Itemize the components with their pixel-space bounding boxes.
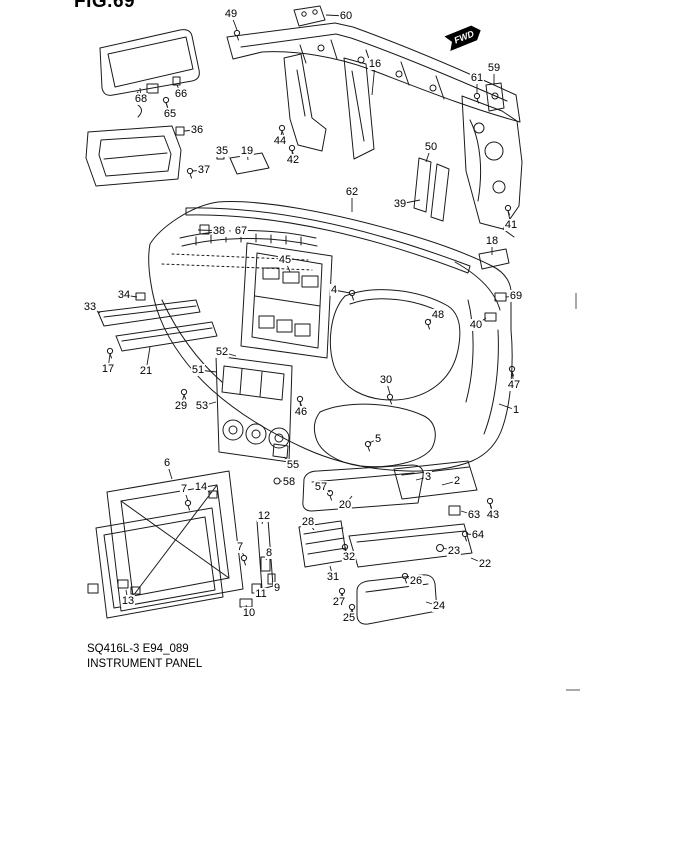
part-callout-60: 60 (338, 9, 354, 23)
part-callout-30: 30 (378, 373, 394, 387)
figure-title: FIG.69 (74, 0, 136, 12)
part-callout-39: 39 (392, 197, 408, 211)
part-callout-48: 48 (430, 308, 446, 322)
part-callout-61: 61 (469, 71, 485, 85)
part-callout-9: 9 (272, 581, 282, 595)
part-callout-24: 24 (431, 599, 447, 613)
part-callout-63: 63 (466, 508, 482, 522)
part-callout-8: 8 (264, 546, 274, 560)
part-callout-12: 12 (256, 509, 272, 523)
part-callout-11: 11 (254, 587, 268, 601)
part-callout-7: 7 (179, 482, 189, 496)
part-callout-1: 1 (511, 403, 521, 417)
part-callout-36: 36 (189, 123, 205, 137)
part-callout-50: 50 (423, 140, 439, 154)
part-callout-59: 59 (486, 61, 502, 75)
part-callout-69: 69 (508, 289, 524, 303)
part-callout-44: 44 (272, 134, 288, 148)
part-callout-21: 21 (138, 364, 154, 378)
part-callout-51: 51 (190, 363, 206, 377)
part-callout-55: 55 (285, 458, 301, 472)
part-callout-46: 46 (293, 405, 309, 419)
part-callout-40: 40 (468, 318, 484, 332)
part-callout-29: 29 (173, 399, 189, 413)
part-callout-58: 58 (281, 475, 297, 489)
part-callout-3: 3 (423, 470, 433, 484)
part-callout-57: 57 (313, 480, 329, 494)
part-callout-26: 26 (408, 574, 424, 588)
part-callout-10: 10 (241, 606, 257, 620)
part-callout-28: 28 (300, 515, 316, 529)
part-callout-43: 43 (485, 508, 501, 522)
part-callout-7: 7 (235, 540, 245, 554)
part-callout-13: 13 (120, 594, 136, 608)
part-callout-23: 23 (446, 544, 462, 558)
part-callout-32: 32 (341, 550, 357, 564)
part-callout-16: 16 (367, 57, 383, 71)
part-callout-27: 27 (331, 595, 347, 609)
part-callout-14: 14 (193, 480, 209, 494)
part-callout-2: 2 (452, 474, 462, 488)
figure-caption: INSTRUMENT PANEL (87, 657, 203, 670)
part-callout-42: 42 (285, 153, 301, 167)
part-callout-34: 34 (116, 288, 132, 302)
part-callout-31: 31 (325, 570, 341, 584)
part-callout-45: 45 (277, 253, 293, 267)
part-callout-4: 4 (329, 283, 339, 297)
part-callout-47: 47 (506, 378, 522, 392)
part-callout-6: 6 (162, 456, 172, 470)
part-callout-49: 49 (223, 7, 239, 21)
part-callout-18: 18 (484, 234, 500, 248)
part-callout-62: 62 (344, 185, 360, 199)
part-callout-37: 37 (196, 163, 212, 177)
part-callout-65: 65 (162, 107, 178, 121)
part-callout-17: 17 (100, 362, 116, 376)
figure-footer: SQ416L-3 E94_089 INSTRUMENT PANEL (87, 642, 202, 672)
part-callout-41: 41 (503, 218, 519, 232)
part-callout-53: 53 (194, 399, 210, 413)
part-callout-22: 22 (477, 557, 493, 571)
part-callout-38-67: 38 · 67 (211, 224, 249, 238)
part-callout-5: 5 (373, 432, 383, 446)
part-callout-19: 19 (239, 144, 255, 158)
figure-code: SQ416L-3 E94_089 (87, 643, 189, 655)
part-callout-33: 33 (82, 300, 98, 314)
part-callout-64: 64 (470, 528, 486, 542)
part-callout-25: 25 (341, 611, 357, 625)
part-callout-20: 20 (337, 498, 353, 512)
part-callout-35: 35 (214, 144, 230, 158)
part-callout-52: 52 (214, 345, 230, 359)
part-callout-66: 66 (173, 87, 189, 101)
part-callout-68: 68 (133, 92, 149, 106)
